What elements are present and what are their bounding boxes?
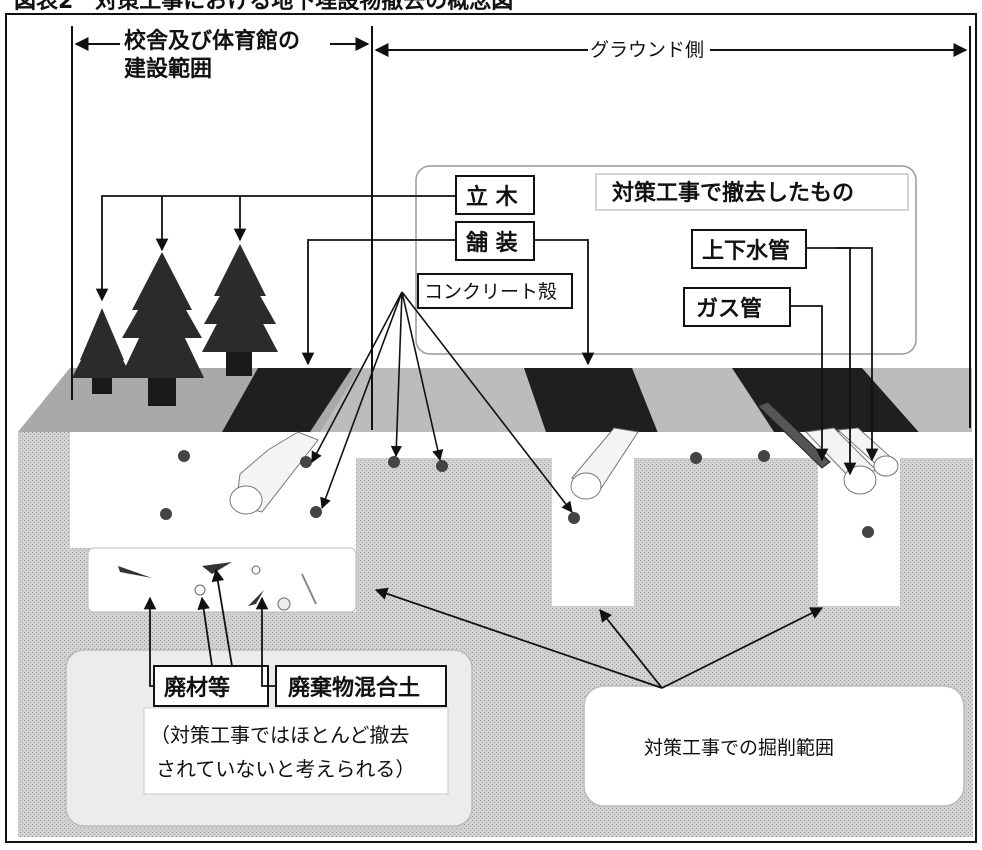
gas-pipe (757, 401, 831, 469)
ground-side-label: グラウンド側 (590, 39, 704, 61)
excavation-leader-lines (374, 587, 824, 689)
building-range-label-2: 建設範囲 (124, 56, 212, 82)
tree-small (72, 308, 132, 394)
concrete-debris (436, 460, 448, 472)
concrete-debris (300, 456, 312, 468)
not-removed-note-1: （対策工事ではほとんど撤去 (150, 723, 409, 747)
building-pipe (229, 431, 319, 515)
removed-items-title: 対策工事で撤去したもの (612, 180, 854, 206)
not-removed-note-box (143, 707, 449, 795)
concrete-debris (310, 506, 322, 518)
pavement-box (455, 221, 535, 261)
sewer-pipe-1 (570, 427, 639, 500)
gas-pipe-box (683, 287, 791, 327)
concrete-debris (568, 512, 580, 524)
waste-materials-label: 廃材等 (164, 675, 230, 701)
excavation-label-box (583, 685, 965, 807)
standing-trees-box (455, 175, 535, 215)
tree-medium (202, 244, 278, 376)
pavement-slab (524, 368, 660, 438)
concrete-debris (758, 450, 770, 462)
tree-large (120, 252, 204, 406)
concrete-debris (178, 450, 190, 462)
tree-leader-line (95, 195, 456, 302)
concrete-debris-label: コンクリート殻 (424, 281, 557, 303)
water-pipe-label: 上下水管 (702, 238, 790, 264)
outer-frame (5, 13, 977, 843)
water-pipe-leader-2 (836, 247, 879, 462)
standing-trees-label: 立 木 (466, 184, 519, 210)
water-pipe-box (691, 229, 807, 269)
waste-mixed-soil-label: 廃棄物混合土 (288, 675, 420, 701)
concrete-debris-group (160, 450, 874, 538)
excavation-strip-middle (372, 432, 552, 458)
concrete-debris (160, 508, 172, 520)
pavement-leader-right (534, 239, 595, 366)
building-range-label-1: 校舎及び体育館の (124, 28, 300, 54)
pavement-slab (222, 368, 352, 432)
removed-items-title-box (595, 173, 909, 211)
excavation-label: 対策工事での掘削範囲 (644, 737, 834, 759)
waste-leader-lines (143, 568, 276, 687)
figure-caption: 図表2 対策工事における地下埋設物撤去の概念図 (14, 0, 513, 14)
gas-pipe-leader (790, 305, 829, 462)
concrete-debris (388, 456, 400, 468)
excavation-pit-ground-2 (772, 432, 972, 606)
pavement-label: 舗 装 (465, 230, 518, 256)
concrete-debris (690, 452, 702, 464)
concrete-debris-box (417, 273, 573, 309)
concrete-debris (862, 526, 874, 538)
not-removed-note-2: されていないと考えられる） (156, 757, 415, 781)
gas-pipe-label: ガス管 (696, 296, 762, 322)
concrete-leader-lines (311, 291, 573, 513)
pavement-leader-left (301, 239, 456, 366)
